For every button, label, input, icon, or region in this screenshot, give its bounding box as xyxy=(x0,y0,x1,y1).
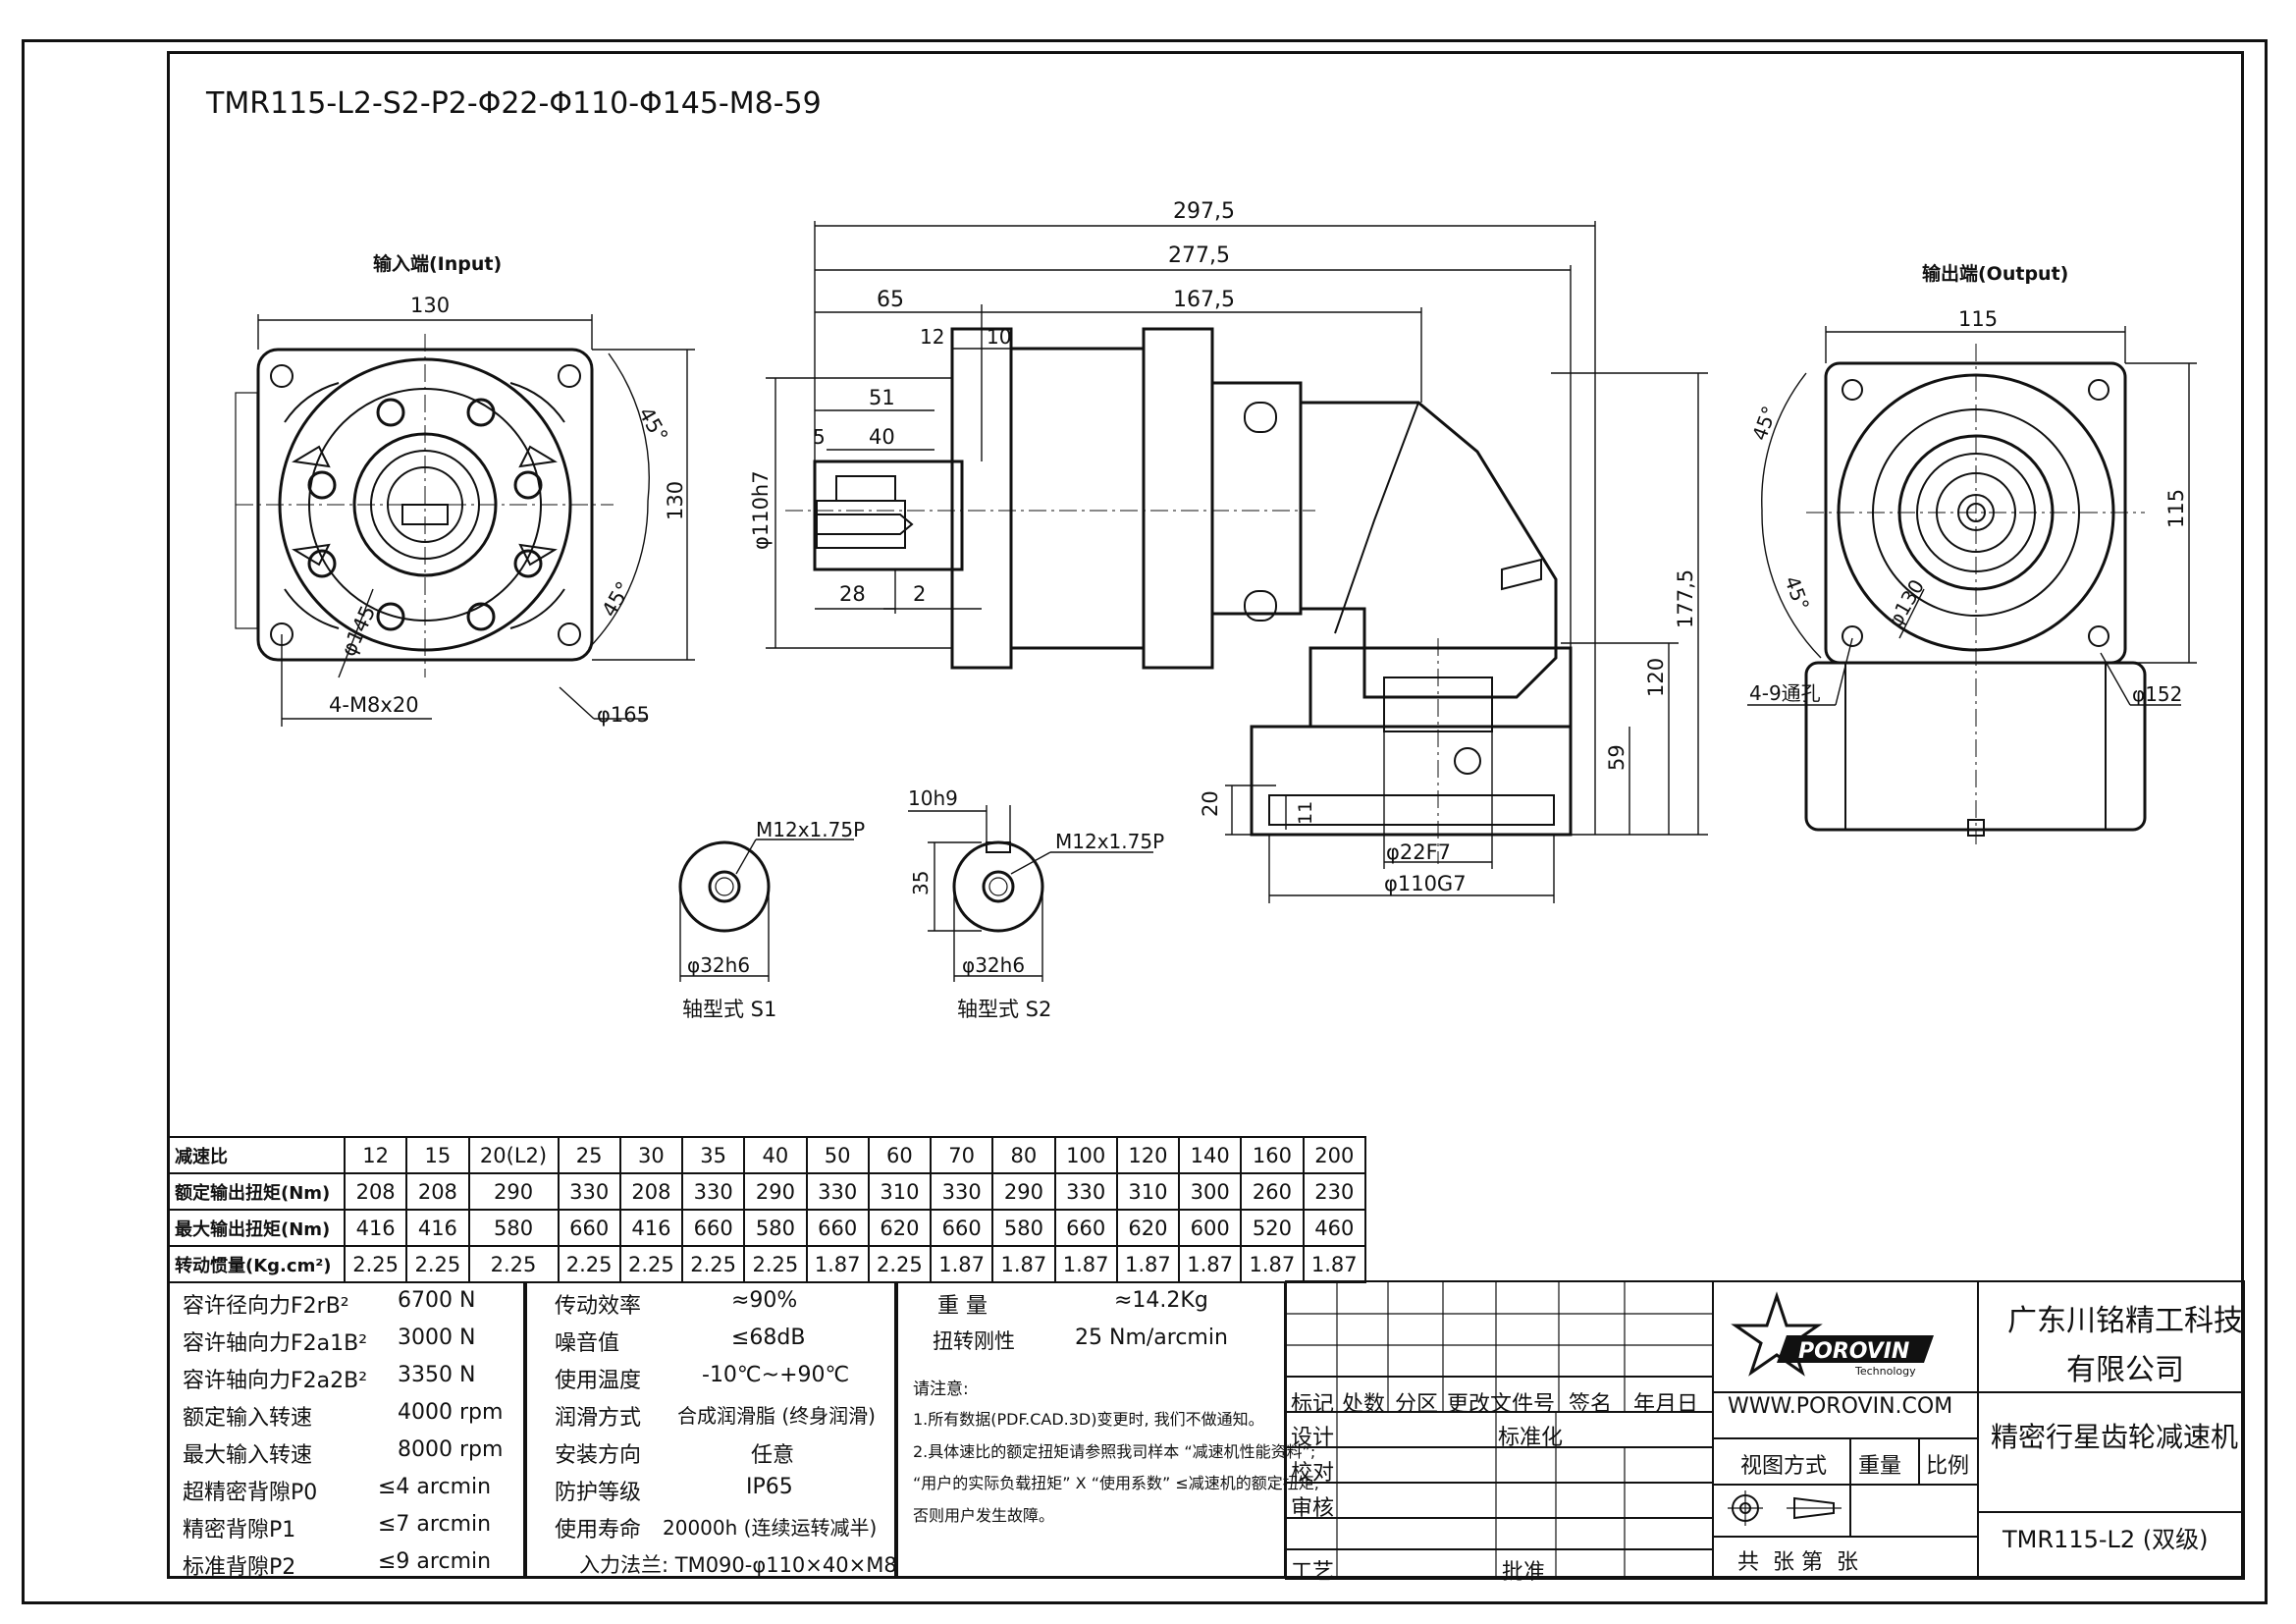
svg-text:20: 20 xyxy=(1199,790,1222,817)
output-view-label: 输出端(Output) xyxy=(1922,262,2068,285)
svg-text:φ110h7: φ110h7 xyxy=(749,470,773,550)
svg-text:65: 65 xyxy=(877,288,904,312)
svg-text:35: 35 xyxy=(909,871,933,895)
svg-text:4-M8x20: 4-M8x20 xyxy=(329,693,419,717)
svg-text:177,5: 177,5 xyxy=(1674,569,1697,628)
svg-text:φ22F7: φ22F7 xyxy=(1386,840,1451,864)
company-logo: POROVIN Technology xyxy=(1731,1291,1934,1378)
svg-text:120: 120 xyxy=(1644,658,1668,697)
svg-text:10h9: 10h9 xyxy=(908,786,958,810)
svg-text:11: 11 xyxy=(1295,801,1316,825)
shaft-s2-view: 10h9 35 M12x1.75P φ32h6 轴型式 S2 xyxy=(908,786,1164,1021)
model-title: TMR115-L2-S2-P2-Φ22-Φ110-Φ145-M8-59 xyxy=(205,86,822,121)
output-dimensions: 115 115 45° 45° φ130 4-9通孔 φ152 xyxy=(1747,307,2197,706)
svg-text:40: 40 xyxy=(869,425,895,449)
svg-text:φ152: φ152 xyxy=(2132,682,2182,706)
svg-text:297,5: 297,5 xyxy=(1173,199,1235,224)
svg-text:130: 130 xyxy=(664,481,687,520)
svg-text:115: 115 xyxy=(1958,307,1998,331)
input-view-label: 输入端(Input) xyxy=(373,252,502,275)
svg-text:277,5: 277,5 xyxy=(1168,244,1230,268)
svg-text:130: 130 xyxy=(410,294,450,317)
svg-text:115: 115 xyxy=(2164,489,2188,528)
svg-text:5: 5 xyxy=(813,425,826,449)
svg-text:φ165: φ165 xyxy=(597,703,650,727)
svg-text:φ110G7: φ110G7 xyxy=(1384,872,1467,895)
side-dimensions: 297,5 277,5 65 167,5 12 10 51 5 40 28 2 … xyxy=(749,199,1708,903)
svg-text:45°: 45° xyxy=(634,404,672,447)
params-left-box xyxy=(167,1281,525,1579)
projection-symbol xyxy=(1728,1490,1842,1526)
input-dimensions: 130 130 45° 45° φ145 4-M8x20 φ165 xyxy=(257,294,695,727)
outer-frame xyxy=(22,39,2268,1604)
svg-text:28: 28 xyxy=(839,582,866,606)
svg-text:51: 51 xyxy=(869,386,895,409)
svg-text:φ32h6: φ32h6 xyxy=(687,953,750,977)
shaft-s1-view: M12x1.75P φ32h6 轴型式 S1 xyxy=(678,818,865,1021)
output-end-view xyxy=(1804,344,2147,844)
svg-text:φ145: φ145 xyxy=(337,602,381,660)
svg-text:M12x1.75P: M12x1.75P xyxy=(1055,830,1164,853)
svg-text:45°: 45° xyxy=(598,577,636,621)
svg-text:POROVIN: POROVIN xyxy=(1798,1339,1909,1364)
svg-text:M12x1.75P: M12x1.75P xyxy=(756,818,865,841)
svg-text:2: 2 xyxy=(913,582,926,606)
side-view xyxy=(785,327,1573,864)
svg-text:12: 12 xyxy=(920,325,944,349)
svg-text:59: 59 xyxy=(1605,744,1629,771)
svg-text:10: 10 xyxy=(987,325,1011,349)
params-right-box xyxy=(896,1281,1286,1579)
params-mid-box xyxy=(525,1281,896,1579)
svg-text:轴型式 S1: 轴型式 S1 xyxy=(682,998,776,1021)
svg-text:φ32h6: φ32h6 xyxy=(962,953,1025,977)
svg-text:4-9通孔: 4-9通孔 xyxy=(1749,681,1821,705)
ratio-spec-table: 减速比 12 15 20(L2) 25 30 35 40 50 60 70 80… xyxy=(167,1136,1367,1283)
svg-text:167,5: 167,5 xyxy=(1173,288,1235,312)
spec-header-row: 减速比 12 15 20(L2) 25 30 35 40 50 60 70 80… xyxy=(167,1136,1367,1174)
svg-text:Technology: Technology xyxy=(1854,1365,1916,1378)
svg-text:轴型式 S2: 轴型式 S2 xyxy=(957,998,1051,1021)
svg-text:φ130: φ130 xyxy=(1884,575,1929,630)
title-block-lines xyxy=(1285,1280,2245,1580)
svg-text:45°: 45° xyxy=(1747,403,1782,444)
input-end-view xyxy=(235,334,614,677)
